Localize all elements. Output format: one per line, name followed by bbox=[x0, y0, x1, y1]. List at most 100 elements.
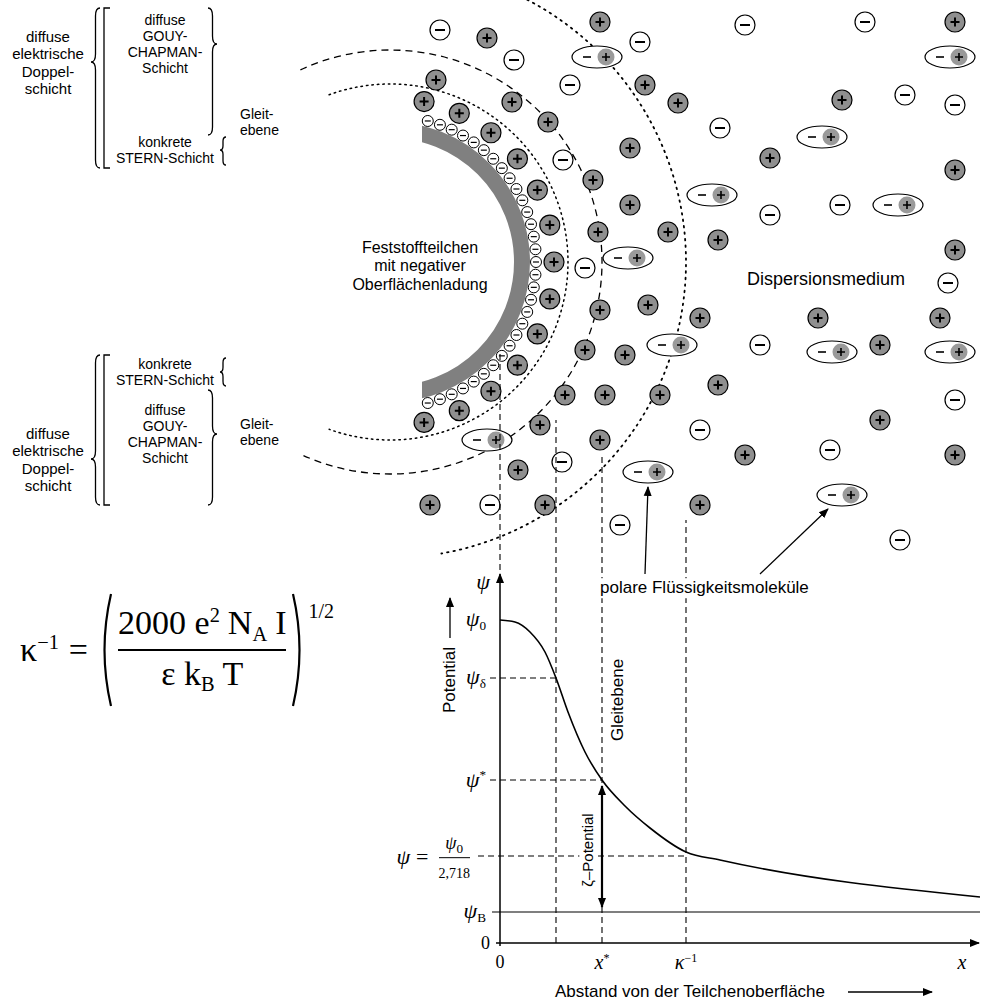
plus-sign bbox=[601, 391, 610, 400]
curly-brace bbox=[220, 358, 226, 386]
minus-sign bbox=[936, 351, 944, 353]
minus-sign bbox=[471, 142, 477, 143]
minus-sign bbox=[765, 214, 775, 216]
layer-label: konkrete STERN-Schicht bbox=[115, 356, 215, 388]
cation bbox=[945, 240, 965, 260]
minus-sign bbox=[615, 524, 625, 526]
plus-sign bbox=[656, 391, 665, 400]
plus-sign bbox=[951, 18, 960, 27]
plus-sign bbox=[486, 128, 495, 137]
leader-arrow bbox=[760, 509, 828, 574]
formula-part: ψ bbox=[396, 845, 410, 869]
cation bbox=[535, 495, 555, 515]
minus-sign bbox=[532, 274, 538, 275]
cation bbox=[595, 385, 615, 405]
minus-sign bbox=[460, 135, 466, 136]
potential-symbol: ψδ bbox=[466, 665, 486, 691]
polar-molecule bbox=[797, 126, 847, 148]
surface-charge bbox=[504, 173, 515, 184]
plus-sign bbox=[533, 329, 542, 338]
plus-sign bbox=[545, 294, 554, 303]
slipping-plane bbox=[300, 50, 602, 474]
surface-charge bbox=[526, 219, 537, 230]
anion bbox=[575, 258, 595, 278]
plus-sign bbox=[550, 258, 559, 267]
cation bbox=[449, 103, 469, 123]
anion bbox=[855, 12, 875, 32]
parenthesis bbox=[98, 591, 114, 709]
cation bbox=[414, 412, 434, 432]
layer-label: diffuse GOUY- CHAPMAN- Schicht bbox=[128, 12, 203, 76]
minus-sign bbox=[524, 211, 530, 212]
plane-label: Gleitebene bbox=[608, 659, 628, 741]
surface-charge bbox=[511, 184, 522, 195]
plane-label: Gleit- ebene bbox=[240, 106, 279, 138]
plus-sign bbox=[633, 254, 641, 262]
minus-sign bbox=[449, 129, 455, 130]
cation bbox=[414, 92, 434, 112]
formula-part: κ−1 bbox=[20, 630, 59, 669]
anion bbox=[630, 32, 650, 52]
superscript: −1 bbox=[684, 951, 697, 965]
cation bbox=[808, 308, 828, 328]
symbol: κ bbox=[675, 951, 685, 973]
plus-sign bbox=[455, 109, 464, 118]
anion bbox=[890, 530, 910, 550]
minus-sign bbox=[532, 249, 538, 250]
plus-sign bbox=[596, 18, 605, 27]
cation bbox=[668, 93, 688, 113]
axis-label: Potential bbox=[440, 647, 460, 713]
axis-number: 0 bbox=[496, 952, 505, 973]
minus-sign bbox=[481, 373, 487, 374]
plus-sign bbox=[696, 314, 705, 323]
fraction: 2000 e2NAI ε kBT bbox=[118, 603, 286, 696]
anion bbox=[735, 15, 755, 35]
molecule-pole bbox=[833, 344, 850, 361]
surface-charge bbox=[511, 330, 522, 341]
molecule-pole bbox=[673, 337, 690, 354]
molecule-pole bbox=[598, 49, 615, 66]
minus-sign bbox=[509, 59, 519, 61]
square-bracket bbox=[104, 8, 110, 168]
surface-charge bbox=[422, 115, 433, 126]
guide-line bbox=[555, 420, 556, 943]
minus-sign bbox=[698, 194, 706, 196]
anion bbox=[430, 20, 450, 40]
surface-charge bbox=[517, 318, 528, 329]
curly-brace bbox=[91, 355, 100, 505]
plus-sign bbox=[621, 351, 630, 360]
plus-sign bbox=[626, 144, 635, 153]
axis-label: ψ bbox=[476, 569, 490, 594]
minus-sign bbox=[435, 29, 445, 31]
minus-sign bbox=[658, 344, 666, 346]
minus-sign bbox=[533, 261, 539, 262]
minus-sign bbox=[531, 236, 537, 237]
plus-sign bbox=[847, 491, 855, 499]
plus-sign bbox=[420, 97, 429, 106]
anion bbox=[760, 205, 780, 225]
polar-molecule bbox=[817, 484, 867, 506]
surface-charge bbox=[422, 398, 433, 409]
plus-sign bbox=[641, 81, 650, 90]
molecule-label: polare Flüssigkeitsmoleküle bbox=[598, 578, 811, 598]
minus-sign bbox=[715, 127, 725, 129]
medium-label: Dispersionsmedium bbox=[745, 269, 907, 290]
potential-symbol: ψ* bbox=[466, 768, 486, 792]
cation bbox=[945, 160, 965, 180]
guide-line bbox=[490, 779, 602, 780]
minus-sign bbox=[528, 224, 534, 225]
plus-sign bbox=[492, 436, 500, 444]
numerator: 2000 e2NAI bbox=[118, 603, 286, 646]
number: 2,718 bbox=[439, 867, 471, 882]
minus-sign bbox=[425, 120, 431, 121]
cation bbox=[426, 70, 446, 90]
axis-mark: κ−1 bbox=[675, 951, 697, 973]
minus-sign bbox=[614, 257, 622, 259]
cation bbox=[575, 340, 595, 360]
plus-sign bbox=[644, 301, 653, 310]
formula-term: ε k bbox=[161, 655, 201, 692]
formula-term: T bbox=[223, 655, 244, 692]
anion bbox=[938, 273, 958, 293]
minus-sign bbox=[519, 200, 525, 201]
plus-sign bbox=[596, 306, 605, 315]
